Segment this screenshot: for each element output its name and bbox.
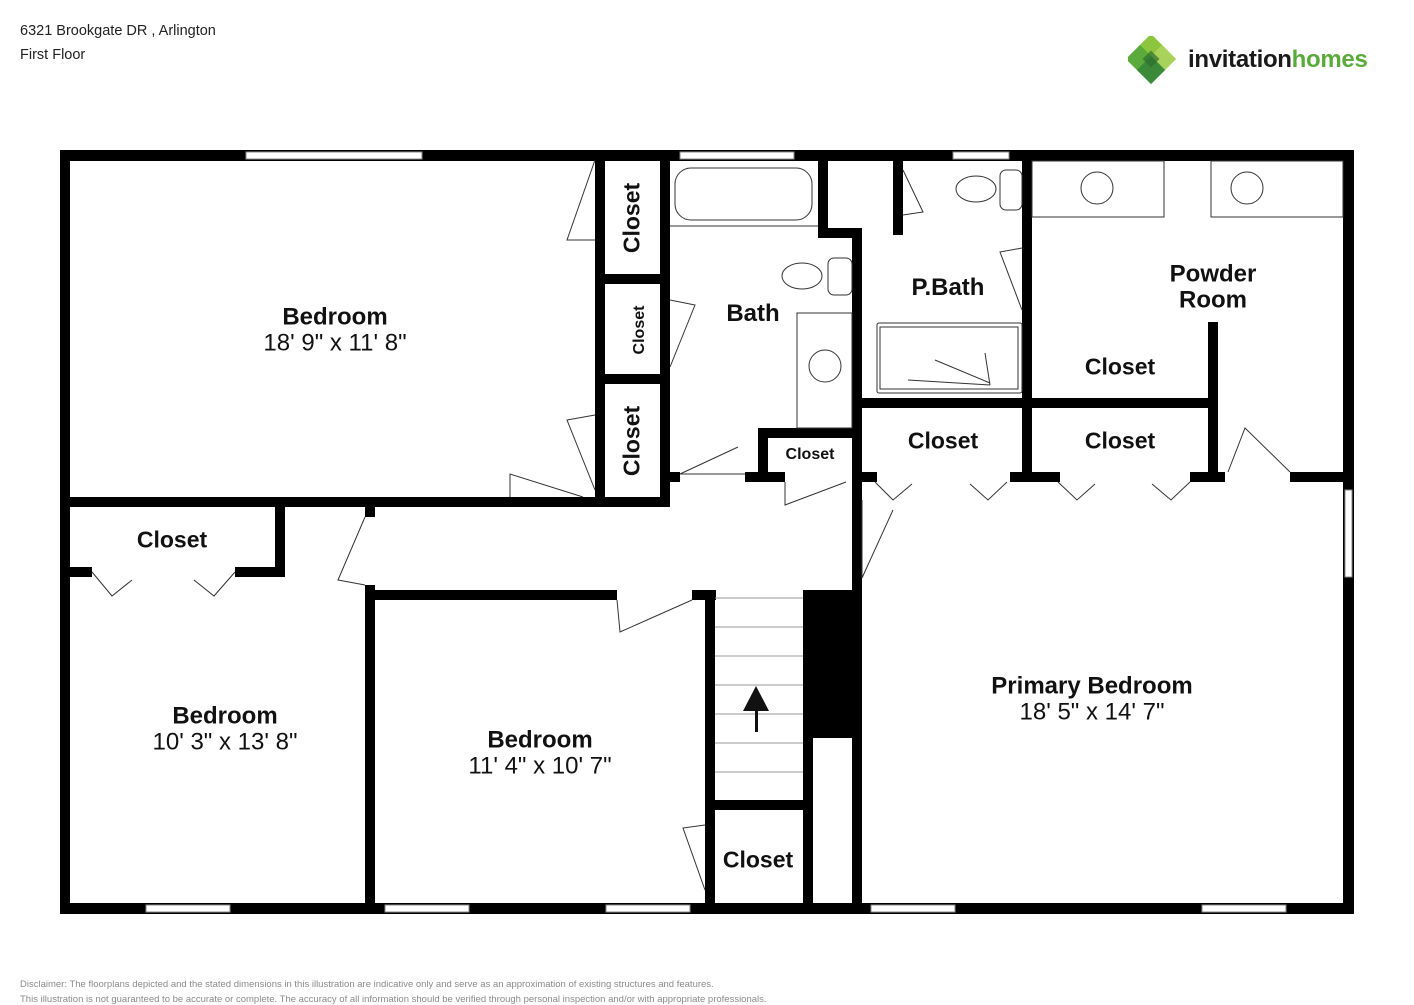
brand-logo: invitationhomes (1128, 36, 1388, 90)
brand-name: invitationhomes (1188, 46, 1368, 73)
closet-label-9: Closet (722, 846, 794, 873)
closet-label-5: Closet (1084, 353, 1156, 380)
property-address: 6321 Brookgate DR , Arlington (20, 23, 216, 39)
room-primary-bedroom: Primary Bedroom 18' 5" x 14' 7" (991, 672, 1193, 726)
room-bath: Bath (726, 299, 780, 327)
room-bedroom-nw: Bedroom 18' 9" x 11' 8" (263, 303, 407, 357)
closet-label-2: Closet (631, 305, 648, 355)
room-powder: Powder Room (1169, 260, 1257, 314)
room-pbath: P.Bath (911, 273, 985, 301)
closet-label-1: Closet (618, 182, 645, 254)
logo-mark-icon (1128, 36, 1177, 85)
closet-label-8: Closet (136, 526, 208, 553)
disclaimer-line-1: Disclaimer: The floorplans depicted and … (20, 979, 714, 990)
room-bedroom-mid: Bedroom 11' 4" x 10' 7" (468, 726, 612, 780)
closet-label-4: Closet (785, 446, 835, 464)
room-bedroom-sw: Bedroom 10' 3" x 13' 8" (152, 702, 298, 756)
closet-label-7: Closet (1084, 427, 1156, 454)
closet-label-3: Closet (618, 405, 645, 477)
floor-label: First Floor (20, 47, 86, 63)
stairs-up-arrow-icon (743, 686, 769, 732)
closet-label-6: Closet (907, 427, 979, 454)
